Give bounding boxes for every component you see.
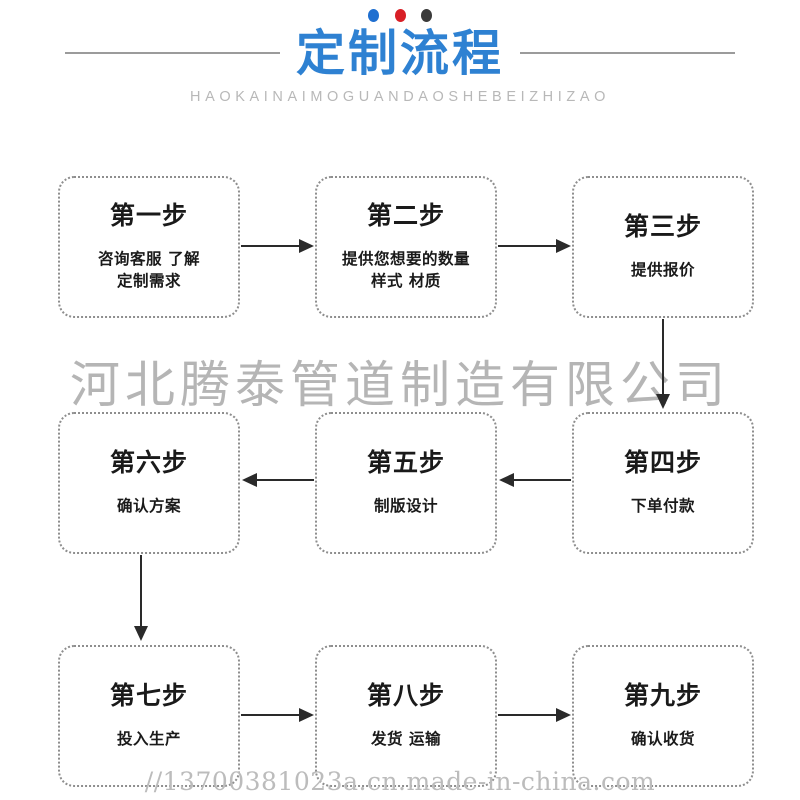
flow-node-desc: 投入生产 <box>117 728 181 750</box>
flow-node-desc-line-1: 提供您想要的数量 <box>341 249 470 268</box>
flow-node-step-label: 第七步 <box>109 680 188 710</box>
flow-node-desc-line-1: 咨询客服 了解 <box>98 249 200 268</box>
title-rule-left <box>64 52 280 54</box>
flow-node-desc: 提供报价 <box>631 259 695 281</box>
flow-node-desc: 咨询客服 了解 定制需求 <box>98 248 200 292</box>
flow-node-step-3[interactable]: 第三步 提供报价 <box>572 176 754 318</box>
flow-node-desc: 确认收货 <box>631 728 695 750</box>
flow-node-desc: 确认方案 <box>117 495 181 517</box>
flow-node-desc-line-1: 确认收货 <box>630 729 695 748</box>
flow-node-step-label: 第一步 <box>109 200 188 230</box>
connector-8-to-9 <box>498 714 558 716</box>
dot-dark-icon <box>420 9 432 22</box>
flow-node-step-1[interactable]: 第一步 咨询客服 了解 定制需求 <box>58 176 240 318</box>
flow-node-desc-line-2: 样式 材质 <box>371 271 441 290</box>
dot-red-icon <box>394 9 406 22</box>
flow-node-step-label: 第四步 <box>623 447 702 477</box>
connector-4-to-5 <box>511 479 571 481</box>
title-rule-right <box>520 52 735 54</box>
flow-node-step-4[interactable]: 第四步 下单付款 <box>572 412 754 554</box>
connector-1-to-2 <box>241 245 301 247</box>
connector-2-to-3 <box>498 245 558 247</box>
page-title: 定制流程 <box>295 24 504 82</box>
arrowhead-5-to-6-icon <box>242 473 257 487</box>
connector-5-to-6 <box>254 479 314 481</box>
flow-node-step-label: 第三步 <box>623 211 702 241</box>
flow-node-desc-line-1: 制版设计 <box>373 496 438 515</box>
flow-node-step-6[interactable]: 第六步 确认方案 <box>58 412 240 554</box>
arrowhead-1-to-2-icon <box>299 239 314 253</box>
flow-node-step-5[interactable]: 第五步 制版设计 <box>315 412 497 554</box>
flow-node-step-label: 第六步 <box>109 447 188 477</box>
flow-node-desc: 发货 运输 <box>371 728 441 750</box>
flow-node-desc-line-1: 确认方案 <box>116 496 181 515</box>
arrowhead-4-to-5-icon <box>499 473 514 487</box>
connector-3-to-4 <box>662 319 664 397</box>
flow-node-desc-line-1: 下单付款 <box>630 496 695 515</box>
arrowhead-7-to-8-icon <box>299 708 314 722</box>
connector-6-to-7 <box>140 555 142 630</box>
flow-node-desc-line-1: 投入生产 <box>116 729 181 748</box>
flow-node-desc: 提供您想要的数量 样式 材质 <box>342 248 470 292</box>
flow-node-step-9[interactable]: 第九步 确认收货 <box>572 645 754 787</box>
flow-node-step-8[interactable]: 第八步 发货 运输 <box>315 645 497 787</box>
dot-group <box>0 8 800 22</box>
flow-node-desc-line-1: 发货 运输 <box>371 729 441 748</box>
arrowhead-3-to-4-icon <box>656 394 670 409</box>
page-subtitle: HAOKAINAIMOGUANDAOSHEBEIZHIZAO <box>190 89 610 105</box>
flow-node-step-7[interactable]: 第七步 投入生产 <box>58 645 240 787</box>
dot-blue-icon <box>368 9 380 22</box>
flow-node-step-label: 第九步 <box>623 680 702 710</box>
flow-node-desc-line-1: 提供报价 <box>630 260 695 279</box>
connector-7-to-8 <box>241 714 301 716</box>
flow-node-desc: 下单付款 <box>631 495 695 517</box>
flow-node-step-label: 第五步 <box>366 447 445 477</box>
arrowhead-2-to-3-icon <box>556 239 571 253</box>
flow-node-step-2[interactable]: 第二步 提供您想要的数量 样式 材质 <box>315 176 497 318</box>
flow-node-desc: 制版设计 <box>374 495 438 517</box>
title-row: 定制流程 <box>0 22 800 84</box>
flow-node-desc-line-2: 定制需求 <box>116 271 181 290</box>
arrowhead-6-to-7-icon <box>134 626 148 641</box>
flow-node-step-label: 第二步 <box>366 200 445 230</box>
flow-node-step-label: 第八步 <box>366 680 445 710</box>
arrowhead-8-to-9-icon <box>556 708 571 722</box>
page-header: 定制流程 HAOKAINAIMOGUANDAOSHEBEIZHIZAO <box>0 0 800 130</box>
